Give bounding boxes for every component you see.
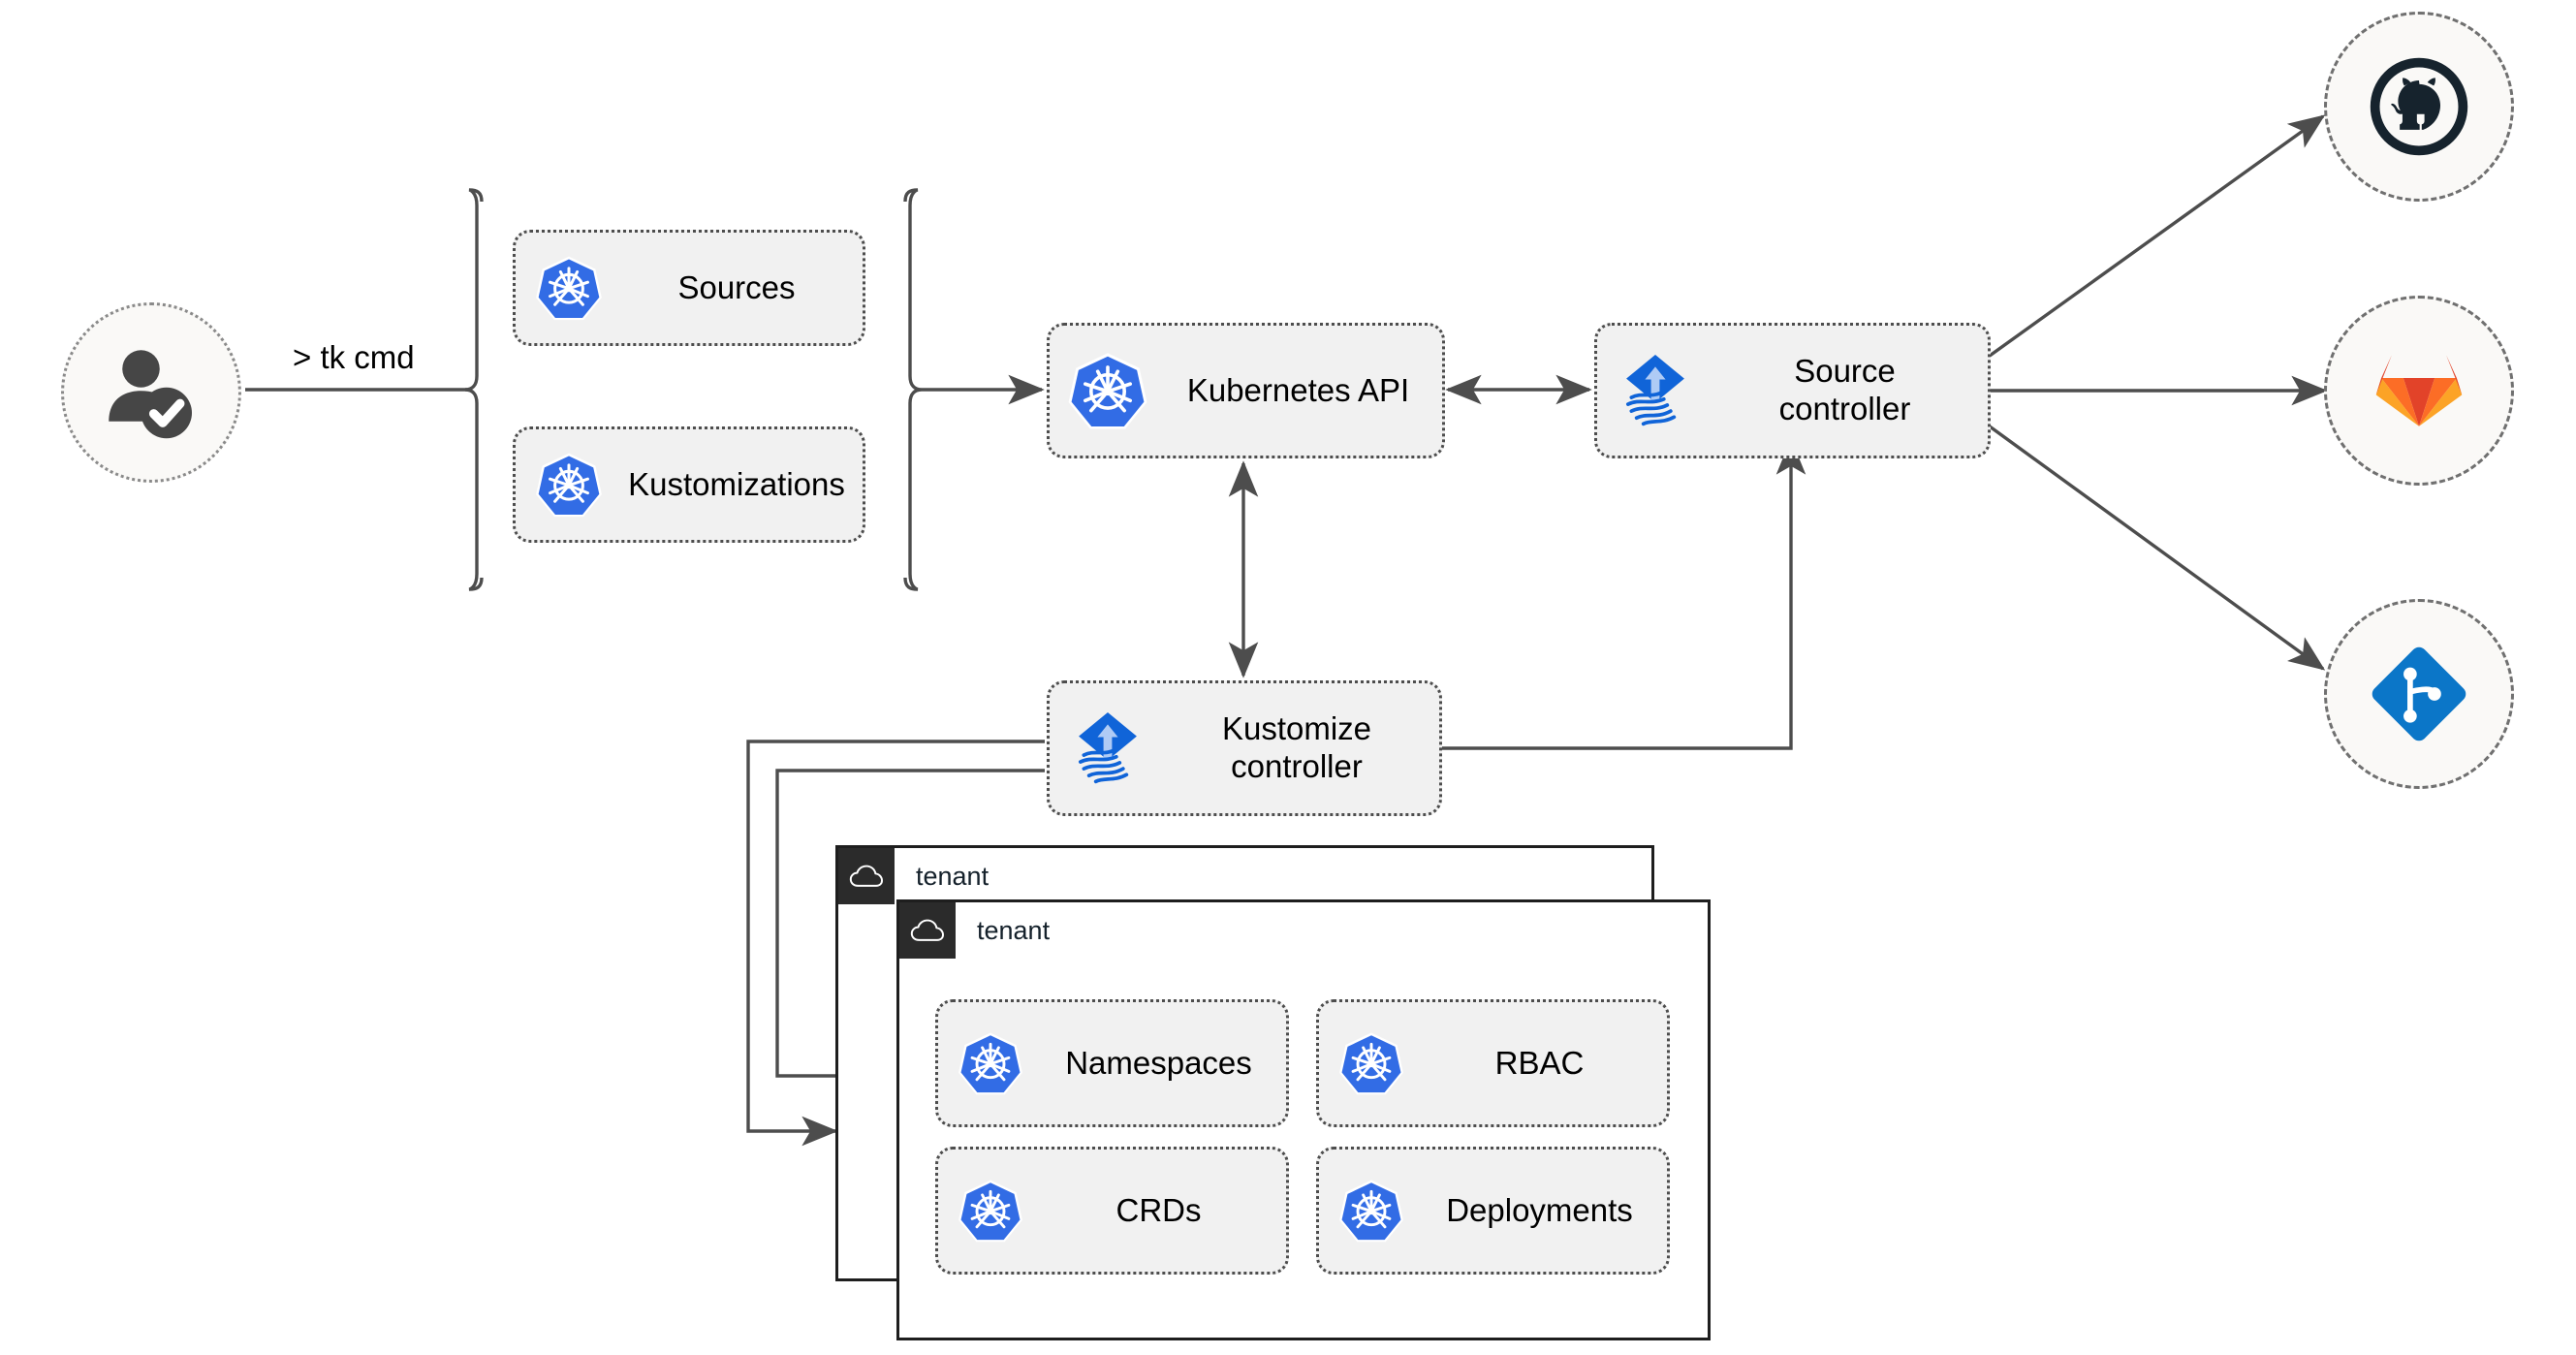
- cloud-icon: [838, 848, 895, 904]
- card-sources[interactable]: Sources: [513, 230, 865, 346]
- tenant-1-label: tenant: [916, 861, 990, 891]
- resource-rbac-label: RBAC: [1494, 1044, 1585, 1081]
- node-source-controller-label: Source controller: [1778, 353, 1911, 426]
- resource-crds-label: CRDs: [1115, 1191, 1202, 1228]
- node-kustomize-controller[interactable]: Kustomize controller: [1047, 680, 1442, 816]
- kubernetes-icon: [516, 253, 622, 323]
- node-kubernetes-api[interactable]: Kubernetes API: [1047, 323, 1445, 458]
- edge-source-to-azure: [1989, 425, 2326, 671]
- resource-deployments[interactable]: Deployments: [1316, 1147, 1670, 1275]
- github-icon: [2370, 57, 2468, 156]
- card-kustomizations-label: Kustomizations: [628, 465, 845, 502]
- tenant-window-2[interactable]: tenant Namesp: [896, 899, 1711, 1340]
- provider-gitlab[interactable]: [2324, 296, 2514, 486]
- kubernetes-icon: [1319, 1177, 1424, 1245]
- kubernetes-icon: [938, 1177, 1043, 1245]
- provider-github[interactable]: [2324, 12, 2514, 202]
- tenant-2-titlebar: tenant: [899, 902, 1050, 959]
- cloud-icon: [899, 902, 956, 959]
- gitlab-icon: [2375, 355, 2463, 426]
- git-repo-icon: [2372, 646, 2466, 741]
- user-verified-icon: [109, 350, 192, 439]
- kubernetes-icon: [1050, 349, 1166, 432]
- flux-icon: [1050, 706, 1166, 791]
- right-brace: [903, 188, 923, 591]
- kubernetes-icon: [938, 1029, 1043, 1097]
- flux-icon: [1597, 348, 1713, 433]
- resource-rbac[interactable]: RBAC: [1316, 999, 1670, 1127]
- card-kustomizations[interactable]: Kustomizations: [513, 426, 865, 543]
- provider-git-repository[interactable]: [2324, 599, 2514, 789]
- tenant-1-titlebar: tenant: [838, 848, 989, 904]
- cli-command-label: > tk cmd: [293, 339, 415, 375]
- tenant-2-label: tenant: [977, 915, 1051, 945]
- left-brace: [464, 188, 484, 591]
- resource-crds[interactable]: CRDs: [935, 1147, 1289, 1275]
- node-source-controller[interactable]: Source controller: [1594, 323, 1991, 458]
- node-kubernetes-api-label: Kubernetes API: [1186, 371, 1410, 408]
- user-avatar: [61, 302, 241, 483]
- kubernetes-icon: [516, 450, 622, 520]
- resource-namespaces-label: Namespaces: [1065, 1044, 1252, 1081]
- resource-namespaces[interactable]: Namespaces: [935, 999, 1289, 1127]
- resource-deployments-label: Deployments: [1446, 1191, 1633, 1228]
- kubernetes-icon: [1319, 1029, 1424, 1097]
- edge-kustomize-to-source: [1442, 438, 1806, 750]
- edge-source-to-github: [1989, 114, 2326, 358]
- card-sources-label: Sources: [677, 268, 796, 305]
- node-kustomize-controller-label: Kustomize controller: [1221, 710, 1372, 784]
